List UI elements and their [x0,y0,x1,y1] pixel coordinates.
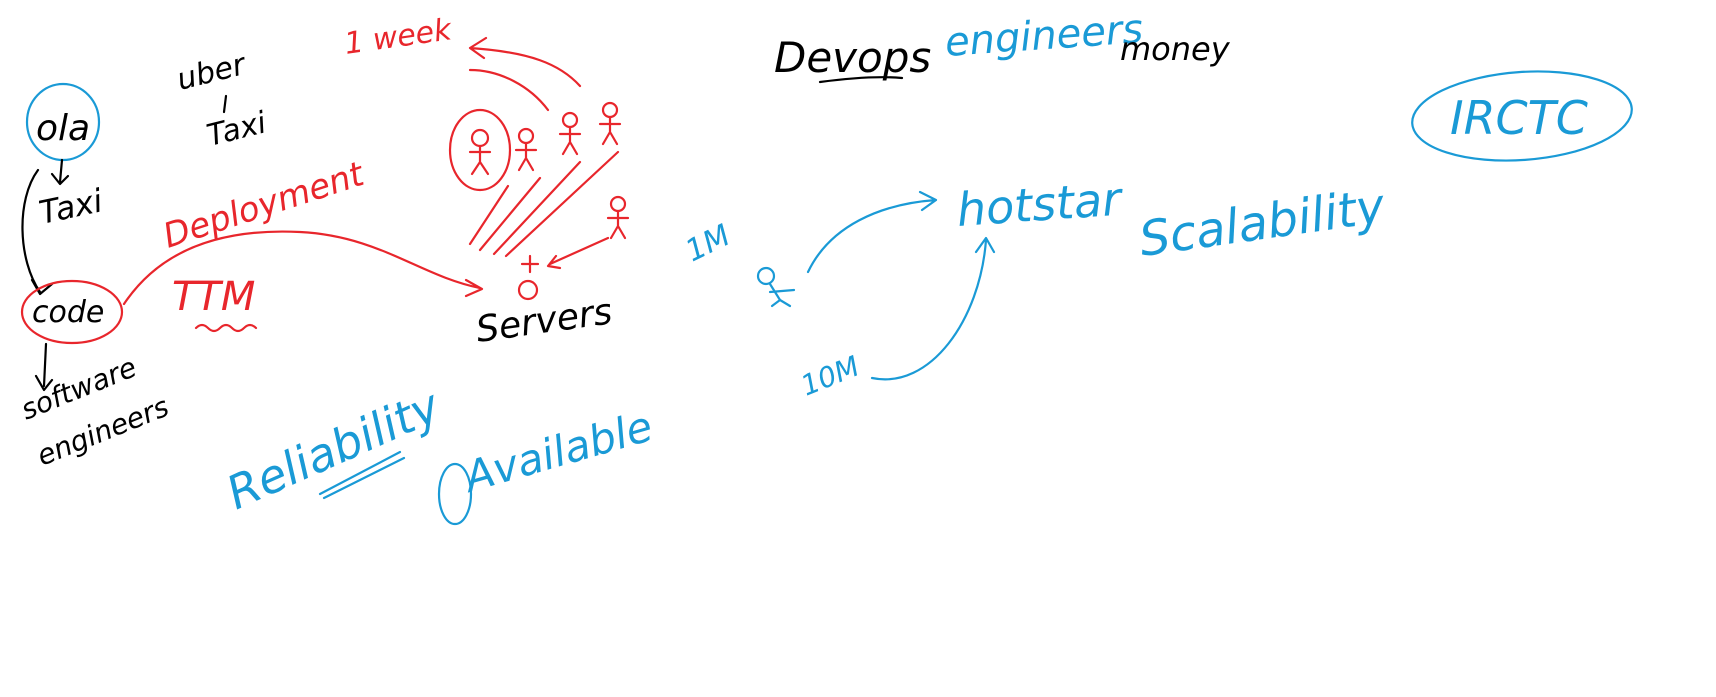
scalability-label: Scalability [1136,178,1389,268]
user-icon [756,266,796,308]
available-label: Available [456,401,658,502]
ola-to-taxi-arrow [50,158,70,186]
code-to-software-arrow [34,342,54,392]
person-icon-5 [606,195,630,240]
money-label: money [1120,30,1231,68]
team-to-server-line-4 [504,150,620,258]
hotstar-label: hotstar [955,171,1126,237]
user-to-hotstar-arrow [806,190,938,274]
people-to-one-week-arrow [468,36,582,88]
ola-label: ola [36,108,90,149]
taxi-under-uber-label: Taxi [203,105,270,154]
reliability-label: Reliability [219,378,449,520]
ola-to-code-arrow [21,168,54,296]
ten-m-label: 10M [796,349,864,402]
team-to-server-line-2 [478,176,542,252]
servers-label: Servers [474,291,615,351]
reliability-underline [318,450,406,500]
code-to-servers-arrow [122,230,484,306]
uber-to-taxi-line [222,94,228,114]
team-highlight-circle [448,108,512,192]
person-icon-4 [598,101,622,146]
person-icon-1 [468,128,492,176]
code-label: code [32,295,104,330]
engineers-top-label: engineers [943,6,1144,66]
person-icon-2 [514,127,538,172]
taxi-under-ola-label: Taxi [36,181,106,231]
ten-m-to-hotstar-arrow [870,236,996,381]
team-to-server-line-3 [492,160,582,256]
people-to-one-week-arrow-2 [468,68,550,112]
devops-label: Devops [774,33,931,82]
person-to-server-arrow [546,236,610,270]
code-circle [20,279,124,345]
person-icon-3 [558,111,582,156]
one-week-label: 1 week [342,12,455,62]
irctc-circle [1411,70,1633,162]
team-to-server-line-1 [468,184,510,246]
devops-underline [818,76,904,84]
available-circle [437,462,473,526]
ttm-underline [194,323,258,333]
server-node-icon [517,254,540,301]
one-m-label: 1M [680,218,736,269]
deployment-label: Deployment [158,154,370,257]
uber-label: uber [173,47,250,98]
ttm-label: TTM [172,274,255,320]
irctc-label: IRCTC [1450,91,1588,145]
